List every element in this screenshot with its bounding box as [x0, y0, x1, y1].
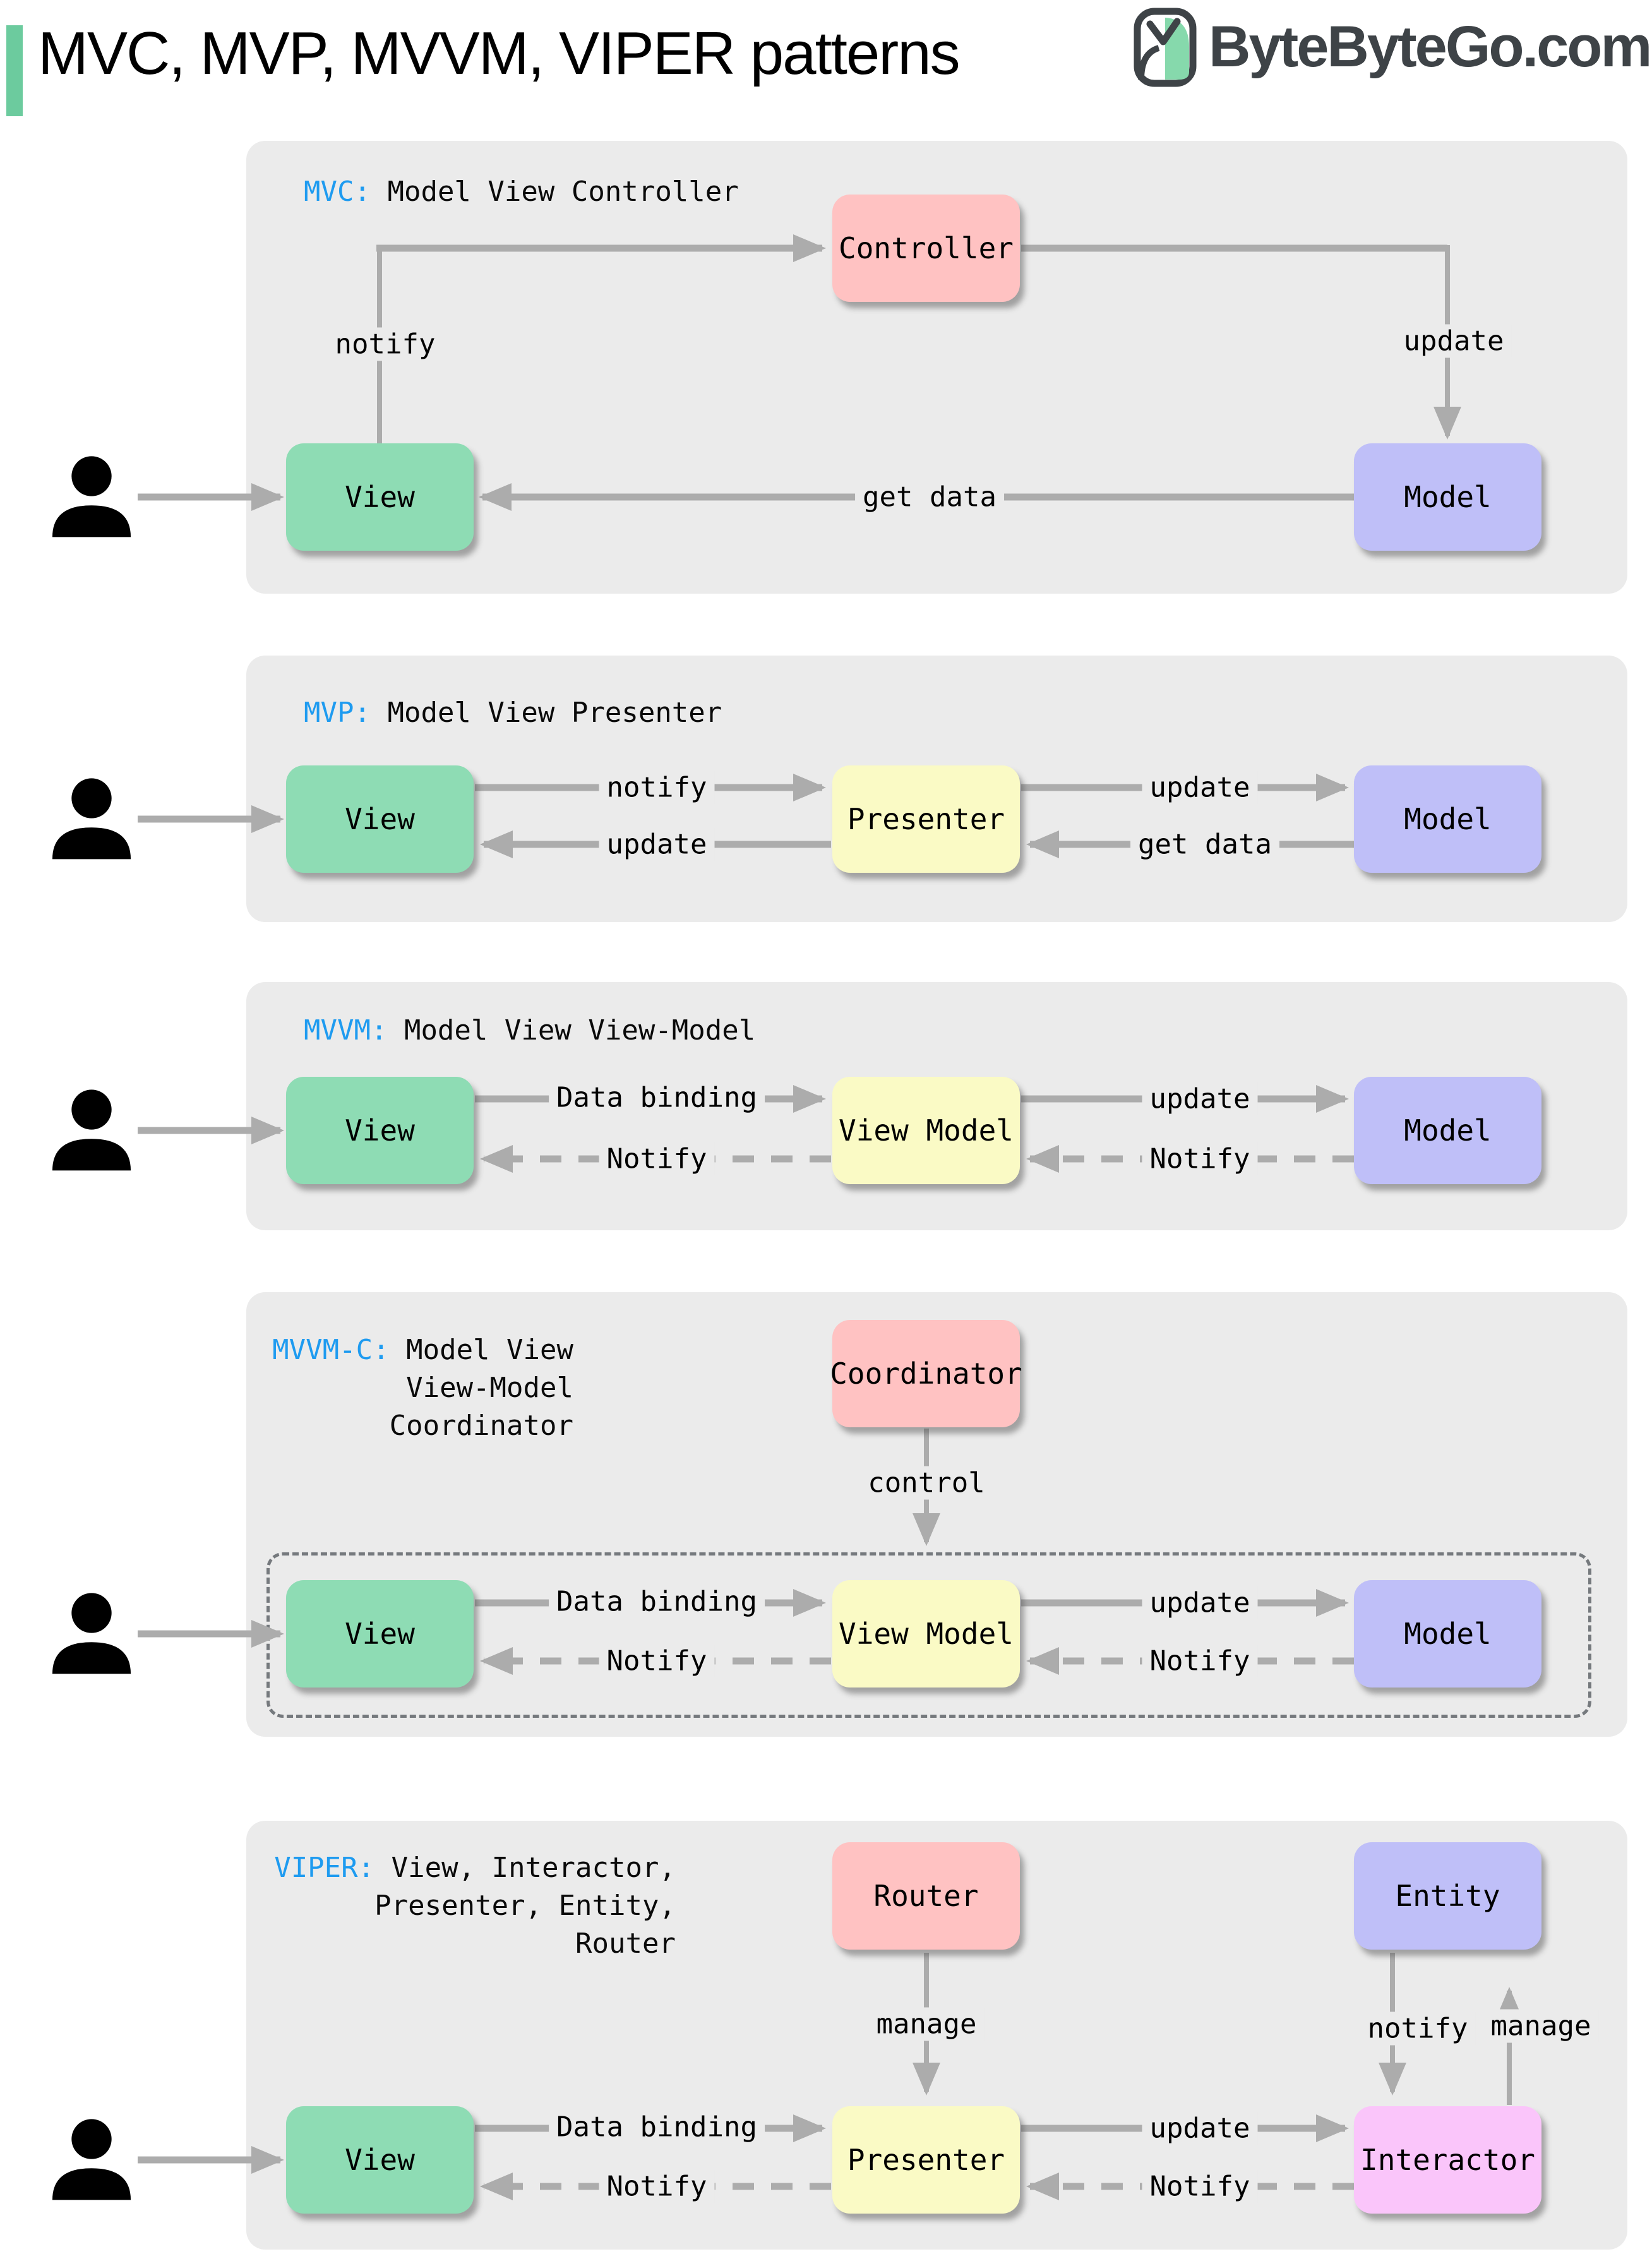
edge-label-notify: Notify	[599, 1644, 715, 1678]
viper-title-line: Router	[575, 1927, 676, 1960]
entity-box-label: Entity	[1395, 1879, 1500, 1913]
viper-title-text: View, Interactor,	[391, 1852, 676, 1884]
interactor-box: Interactor	[1354, 2106, 1541, 2214]
controller-box: Controller	[832, 195, 1020, 302]
edge-label-update: update	[1142, 1082, 1258, 1116]
presenter-box-label: Presenter	[847, 2143, 1005, 2177]
model-box-label: Model	[1404, 802, 1492, 836]
view-model-box-label: View Model	[839, 1617, 1014, 1651]
presenter-box: Presenter	[832, 765, 1020, 873]
mvc-abbr: MVC:	[304, 176, 371, 208]
edge-label-notify: Notify	[1142, 2169, 1258, 2203]
view-box: View	[286, 765, 474, 873]
edge-label-update: update	[599, 827, 715, 861]
presenter-box: Presenter	[832, 2106, 1020, 2214]
view-box-label: View	[345, 1113, 415, 1148]
edge-label-manage: manage	[868, 2007, 985, 2041]
presenter-box-label: Presenter	[847, 802, 1005, 836]
view-box-label: View	[345, 2143, 415, 2177]
viper-abbr: VIPER:	[274, 1852, 375, 1884]
model-box-label: Model	[1404, 1113, 1492, 1148]
mvvmc-title-line: View-Model	[406, 1372, 573, 1404]
interactor-box-label: Interactor	[1360, 2143, 1535, 2177]
viper-section-title: VIPER: View, Interactor, Presenter, Enti…	[272, 1849, 676, 1963]
edge-label-notify: notify	[1360, 2011, 1476, 2046]
edge-label-update: update	[1142, 770, 1258, 805]
title-accent-bar	[6, 25, 23, 116]
edge-label-data-binding: Data binding	[549, 1081, 765, 1115]
view-box-label: View	[345, 802, 415, 836]
view-model-box-label: View Model	[839, 1113, 1014, 1148]
edge-label-notify: Notify	[599, 2169, 715, 2203]
page-title: MVC, MVP, MVVM, VIPER patterns	[38, 20, 961, 87]
view-box: View	[286, 443, 474, 551]
edge-label-notify: notify	[327, 327, 443, 361]
mvvm-abbr: MVVM:	[304, 1014, 388, 1046]
edge-label-notify: Notify	[1142, 1142, 1258, 1176]
mvvmc-abbr: MVVM-C:	[272, 1334, 390, 1366]
view-box-label: View	[345, 480, 415, 514]
edge-label-data-binding: Data binding	[549, 1585, 765, 1619]
edge-label-data-binding: Data binding	[549, 2110, 765, 2144]
router-box-label: Router	[873, 1879, 979, 1913]
model-box: Model	[1354, 1077, 1541, 1184]
view-box-label: View	[345, 1617, 415, 1651]
mvc-section-title: MVC: Model View Controller	[304, 176, 739, 208]
edge-label-update: update	[1142, 1586, 1258, 1620]
edge-label-get-data: get data	[855, 480, 1004, 514]
mvvm-section-title: MVVM: Model View View-Model	[304, 1014, 755, 1046]
model-box: Model	[1354, 1580, 1541, 1688]
edge-label-notify: Notify	[599, 1142, 715, 1176]
person-icon	[50, 1592, 133, 1676]
mvp-abbr: MVP:	[304, 697, 371, 729]
mvvmc-title-line: Coordinator	[389, 1410, 573, 1442]
view-box: View	[286, 2106, 474, 2214]
person-icon	[50, 1089, 133, 1172]
mvvmc-title-line: MVVM-C: Model View	[272, 1331, 573, 1369]
edge-label-notify: Notify	[1142, 1644, 1258, 1678]
mvc-title-text: Model View Controller	[387, 176, 739, 208]
model-box-label: Model	[1404, 480, 1492, 514]
bytebytego-logo-icon	[1134, 8, 1197, 87]
mvvmc-section-title: MVVM-C: Model View View-Model Coordinato…	[272, 1331, 573, 1445]
view-box: View	[286, 1077, 474, 1184]
model-box: Model	[1354, 443, 1541, 551]
controller-box-label: Controller	[839, 231, 1014, 265]
edge-label-manage: manage	[1483, 2009, 1599, 2043]
edge-label-control: control	[860, 1466, 993, 1500]
coordinator-box-label: Coordinator	[830, 1357, 1022, 1391]
edge-label-get-data: get data	[1130, 827, 1279, 861]
brand-text: ByteByteGo.com	[1209, 15, 1652, 79]
mvp-title-text: Model View Presenter	[387, 697, 722, 729]
view-box: View	[286, 1580, 474, 1688]
view-model-box: View Model	[832, 1077, 1020, 1184]
edge-label-notify: notify	[599, 770, 715, 805]
coordinator-box: Coordinator	[830, 1320, 1022, 1427]
view-model-box: View Model	[832, 1580, 1020, 1688]
edge-label-update: update	[1142, 2111, 1258, 2145]
entity-box: Entity	[1354, 1842, 1541, 1950]
mvvm-title-text: Model View View-Model	[404, 1014, 756, 1046]
person-icon	[50, 2118, 133, 2202]
mvp-section-title: MVP: Model View Presenter	[304, 697, 722, 729]
model-box: Model	[1354, 765, 1541, 873]
viper-title-line: Presenter, Entity,	[374, 1890, 676, 1922]
person-icon	[50, 777, 133, 861]
viper-title-line: VIPER: View, Interactor,	[272, 1849, 676, 1887]
router-box: Router	[832, 1842, 1020, 1950]
person-icon	[50, 455, 133, 539]
model-box-label: Model	[1404, 1617, 1492, 1651]
mvvmc-title-text: Model View	[406, 1334, 573, 1366]
edge-label-update: update	[1396, 324, 1512, 358]
